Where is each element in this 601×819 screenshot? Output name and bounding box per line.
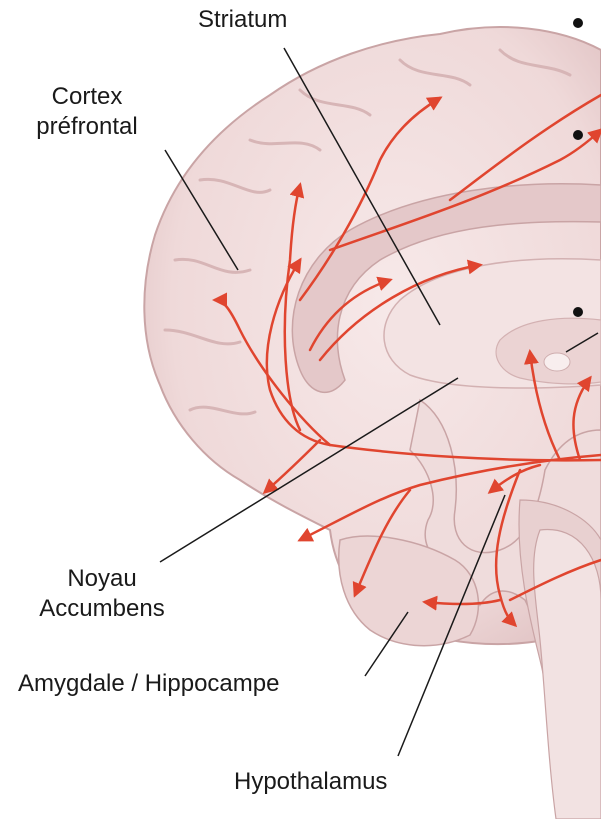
cortex-label-line2: préfrontal [7,112,167,142]
noyau-label-line1: Noyau [22,564,182,594]
bullet-marker [573,130,583,140]
striatum-label: Striatum [198,5,287,35]
hypothalamus-label: Hypothalamus [234,767,387,797]
cortex-label-line1: Cortex [7,82,167,112]
cortex-prefrontal-label: Cortex préfrontal [7,82,167,142]
noyau-label-line2: Accumbens [22,594,182,624]
noyau-accumbens-label: Noyau Accumbens [22,564,182,624]
bullet-marker [573,18,583,28]
amygdale-hippocampe-label: Amygdale / Hippocampe [18,669,279,699]
inner-nucleus [544,353,570,371]
bullet-marker [573,307,583,317]
